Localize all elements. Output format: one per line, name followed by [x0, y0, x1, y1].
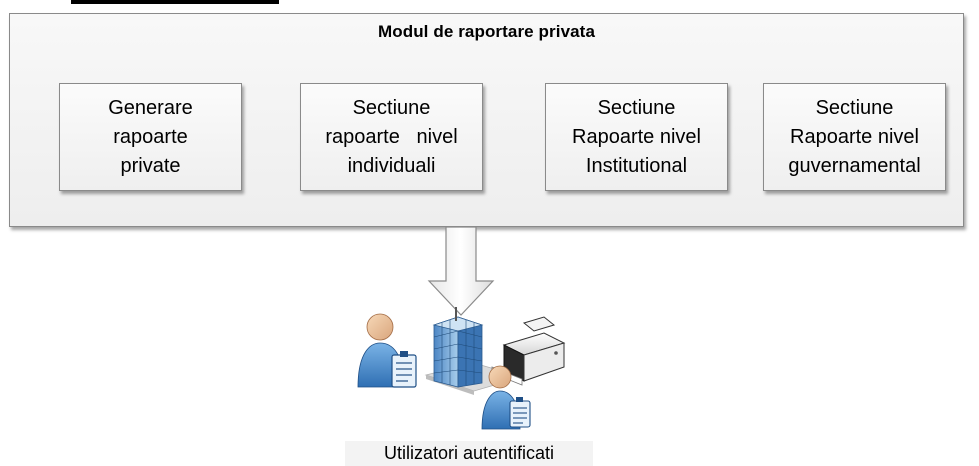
authenticated-users-illustration [357, 307, 566, 430]
box-line: individuali [347, 154, 436, 177]
box-line: Rapoarte nivel [572, 125, 701, 148]
box-line: Sectiune [815, 96, 894, 119]
box-line: Generare [108, 96, 193, 119]
governmental-reports-section-box: Sectiune Rapoarte nivel guvernamental [763, 83, 946, 191]
box-line: Sectiune [352, 96, 431, 119]
user-document-icon [481, 365, 531, 430]
generate-private-reports-box: Generare rapoarte private [59, 83, 242, 191]
institutional-reports-section-box: Sectiune Rapoarte nivel Institutional [545, 83, 728, 191]
top-rule [71, 0, 279, 4]
box-line: Sectiune [597, 96, 676, 119]
individual-reports-section-box: Sectiune rapoarte nivel individuali [300, 83, 483, 191]
box-line: guvernamental [788, 154, 921, 177]
down-arrow-icon [427, 226, 495, 316]
box-line: rapoarte nivel [325, 125, 458, 148]
private-reporting-module-panel: Modul de raportare privata Generare rapo… [9, 13, 964, 227]
authenticated-users-caption: Utilizatori autentificati [345, 441, 593, 466]
panel-title: Modul de raportare privata [377, 22, 596, 41]
box-line: private [120, 154, 181, 177]
box-line: rapoarte [113, 125, 188, 148]
box-line: Institutional [585, 154, 688, 177]
user-document-icon [357, 313, 417, 388]
box-line: Rapoarte nivel [790, 125, 919, 148]
office-building-icon [432, 307, 484, 388]
